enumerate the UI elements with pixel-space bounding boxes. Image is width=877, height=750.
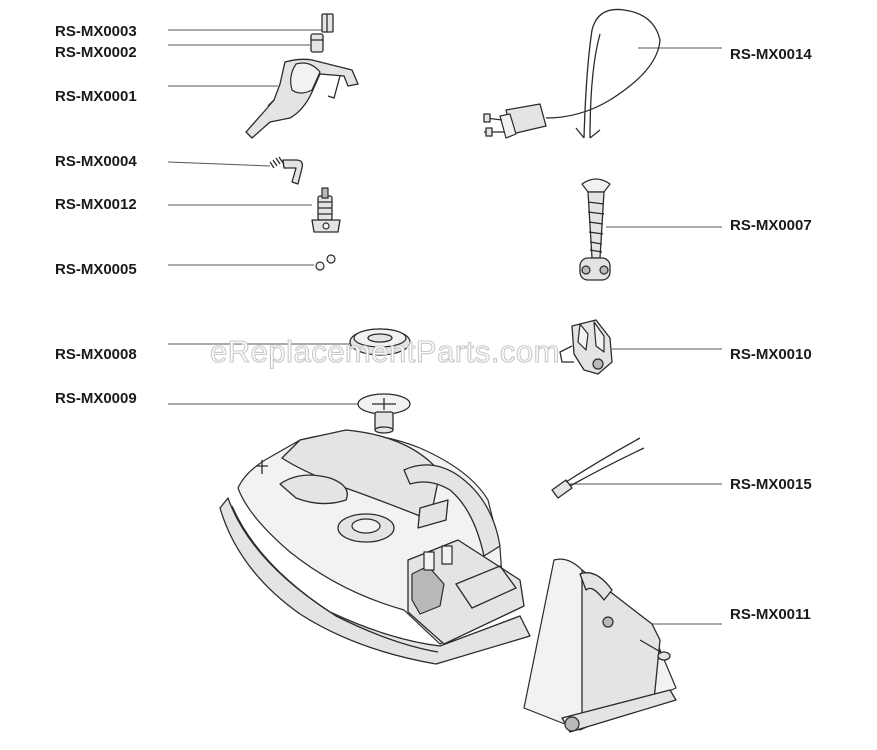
- part-rs-mx0015-fuse[interactable]: [551, 437, 645, 499]
- part-rs-mx0005-rings[interactable]: [315, 254, 336, 271]
- part-rs-mx0002-block[interactable]: [310, 33, 324, 53]
- part-rs-mx0012-thermostat[interactable]: [311, 187, 341, 233]
- part-label: RS-MX0005: [55, 261, 137, 278]
- part-label: RS-MX0011: [730, 606, 811, 623]
- leader-line: [167, 161, 271, 167]
- callout-rs-mx0012[interactable]: RS-MX0012: [55, 196, 312, 213]
- callout-rs-mx0010[interactable]: RS-MX0010: [612, 346, 812, 363]
- part-rs-mx0004-spring[interactable]: [269, 156, 304, 185]
- part-label: RS-MX0014: [730, 46, 812, 63]
- callout-rs-mx0005[interactable]: RS-MX0005: [55, 261, 314, 278]
- part-rs-mx0010-bracket[interactable]: [559, 319, 613, 375]
- part-iron-body: [219, 429, 531, 665]
- part-rs-mx0014-power-cord[interactable]: [483, 8, 661, 139]
- part-rs-mx0009-knob[interactable]: [357, 393, 411, 434]
- part-label: RS-MX0010: [730, 346, 812, 363]
- part-label: RS-MX0009: [55, 390, 137, 407]
- part-rs-mx0001-arm[interactable]: [245, 58, 359, 139]
- part-label: RS-MX0015: [730, 476, 812, 493]
- part-label: RS-MX0008: [55, 346, 137, 363]
- part-label: RS-MX0007: [730, 217, 812, 234]
- callout-rs-mx0008[interactable]: RS-MX0008: [55, 343, 352, 363]
- callout-rs-mx0007[interactable]: RS-MX0007: [606, 217, 812, 234]
- callout-rs-mx0003[interactable]: RS-MX0003: [55, 23, 322, 40]
- callout-rs-mx0001[interactable]: RS-MX0001: [55, 85, 278, 105]
- part-rs-mx0008-dial[interactable]: [349, 328, 411, 356]
- callout-rs-mx0014[interactable]: RS-MX0014: [638, 46, 812, 63]
- callout-rs-mx0002[interactable]: RS-MX0002: [55, 44, 310, 61]
- callout-rs-mx0015[interactable]: RS-MX0015: [568, 476, 812, 493]
- part-label: RS-MX0012: [55, 196, 137, 213]
- callout-rs-mx0004[interactable]: RS-MX0004: [55, 153, 271, 170]
- part-rs-mx0011-rear-cover[interactable]: [523, 558, 677, 733]
- part-label: RS-MX0002: [55, 44, 137, 61]
- watermark: eReplacementParts.com: [210, 334, 560, 369]
- callout-rs-mx0011[interactable]: RS-MX0011: [642, 606, 811, 625]
- part-rs-mx0003-clip[interactable]: [321, 13, 334, 33]
- part-label: RS-MX0001: [55, 88, 137, 105]
- part-label: RS-MX0003: [55, 23, 137, 40]
- part-rs-mx0007-spring-stem[interactable]: [579, 178, 611, 281]
- part-label: RS-MX0004: [55, 153, 137, 170]
- callout-rs-mx0009[interactable]: RS-MX0009: [55, 390, 360, 407]
